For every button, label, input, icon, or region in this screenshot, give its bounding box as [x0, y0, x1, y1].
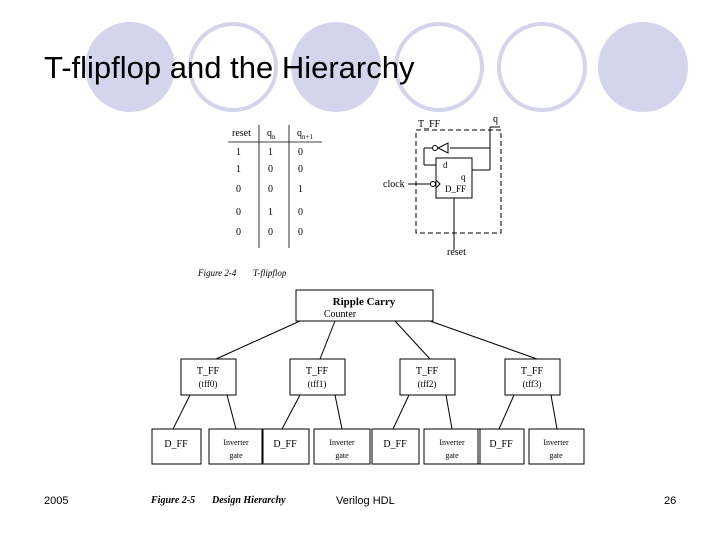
hierarchy-tree [151, 289, 585, 465]
clock-label: clock [383, 179, 405, 190]
tff-name: T_FF [306, 366, 329, 377]
table-cell: 0 [298, 147, 303, 158]
dff-box [151, 428, 202, 465]
tff-box [180, 358, 237, 396]
tree-edge [334, 394, 343, 430]
d-label: d [443, 160, 448, 170]
inverter-box [528, 428, 585, 465]
tff-name: T_FF [197, 366, 220, 377]
table-cell: 0 [298, 164, 303, 175]
slide-title: T-flipflop and the Hierarchy [44, 50, 415, 85]
inverter-symbol [436, 142, 449, 154]
table-cell: 0 [298, 227, 303, 238]
tree-edge [172, 394, 191, 430]
inverter-box [313, 428, 371, 465]
root-line1: Ripple Carry [333, 296, 396, 308]
th-qn1: qn+1 [297, 128, 313, 141]
table-cell: 0 [268, 184, 273, 195]
tree-edge [429, 320, 538, 360]
root-line2: Counter [324, 309, 357, 320]
dff-label: D_FF [445, 184, 466, 194]
tff-instance: (tff2) [418, 379, 437, 389]
inverter-label: Inverter [329, 438, 355, 447]
decor-circle-3 [291, 22, 381, 112]
tff-instance: (tff3) [523, 379, 542, 389]
table-cell: 0 [268, 227, 273, 238]
truth-table: reset qn qn+1 1 1 0 1 0 0 0 0 1 0 1 0 0 … [228, 125, 322, 248]
tree-edge [392, 394, 410, 430]
tree-edge [550, 394, 558, 430]
tff-name: T_FF [416, 366, 439, 377]
tff-box-label: T_FF [418, 119, 441, 130]
root-box [295, 289, 434, 322]
tree-edge [319, 320, 336, 360]
table-cell: 1 [236, 147, 241, 158]
tree-edge [215, 320, 301, 360]
figure2-name: Design Hierarchy [211, 495, 286, 506]
footer-year: 2005 [44, 495, 69, 507]
clock-bubble [430, 181, 436, 187]
tff-box [504, 358, 561, 396]
tree-edge [445, 394, 453, 430]
tree-edge [394, 320, 431, 360]
footer-course: Verilog HDL [336, 495, 395, 507]
decor-circle-5 [497, 22, 587, 112]
q-output-label: q [493, 114, 498, 125]
tree-edge [226, 394, 237, 430]
reset-label: reset [447, 247, 466, 258]
table-cell: 1 [268, 207, 273, 218]
table-cell: 0 [268, 164, 273, 175]
tree-edge [281, 394, 301, 430]
decor-circle-4 [394, 22, 484, 112]
table-cell: 1 [236, 164, 241, 175]
inner-q-label: q [461, 172, 466, 182]
inverter-label: Inverter [223, 438, 249, 447]
tree-edge [498, 394, 515, 430]
th-reset: reset [232, 128, 251, 139]
dff-label: D_FF [273, 439, 297, 450]
tff-name: T_FF [521, 366, 544, 377]
figure1-name: T-flipflop [253, 268, 287, 278]
inverter-bubble [432, 145, 438, 151]
figure1-number: Figure 2-4 [197, 268, 237, 278]
table-cell: 0 [298, 207, 303, 218]
figure2-number: Figure 2-5 [150, 495, 195, 506]
dff-label: D_FF [164, 439, 188, 450]
inverter-label: gate [445, 451, 459, 460]
dff-box [477, 428, 525, 465]
tff-circuit [408, 126, 502, 250]
table-cell: 0 [236, 184, 241, 195]
inverter-box [208, 428, 264, 465]
inverter-label: Inverter [439, 438, 465, 447]
decor-circle-6 [598, 22, 688, 112]
tff-instance: (tff0) [199, 379, 218, 389]
clock-triangle [435, 179, 441, 189]
table-cell: 1 [298, 184, 303, 195]
inverter-box [423, 428, 481, 465]
tff-instance: (tff1) [308, 379, 327, 389]
inverter-label: gate [335, 451, 349, 460]
dff-box [371, 428, 420, 465]
inverter-label: Inverter [543, 438, 569, 447]
tff-box [399, 358, 456, 396]
inverter-label: gate [549, 451, 563, 460]
table-cell: 1 [268, 147, 273, 158]
tff-dashed-box [415, 129, 502, 234]
th-qn: qn [267, 128, 276, 141]
footer-page-number: 26 [664, 495, 677, 507]
dff-box [261, 428, 310, 465]
table-cell: 0 [236, 227, 241, 238]
table-cell: 0 [236, 207, 241, 218]
decor-circle-2 [188, 22, 278, 112]
decor-circle-1 [85, 22, 175, 112]
dff-label: D_FF [383, 439, 407, 450]
tff-box [289, 358, 346, 396]
inverter-label: gate [229, 451, 243, 460]
dff-label: D_FF [489, 439, 513, 450]
